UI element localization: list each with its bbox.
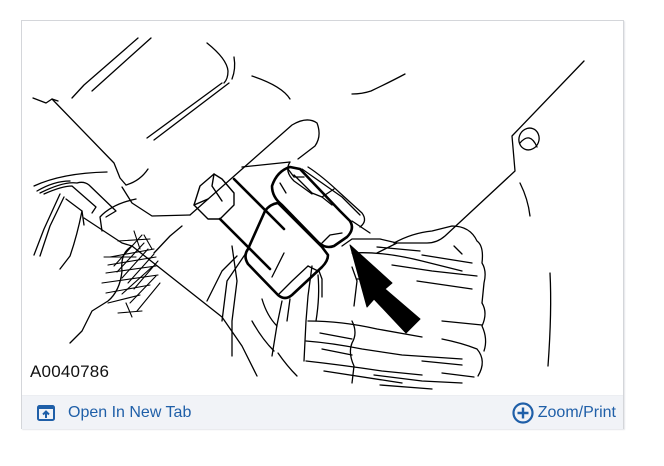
open-in-new-tab-icon bbox=[37, 404, 55, 421]
technical-illustration: A0040786 bbox=[22, 21, 623, 395]
zoom-print-label: Zoom/Print bbox=[537, 403, 616, 421]
open-in-new-tab-button[interactable]: Open In New Tab bbox=[37, 396, 191, 429]
figure-id-label: A0040786 bbox=[30, 362, 110, 381]
line-drawing bbox=[32, 37, 585, 390]
open-in-new-tab-label: Open In New Tab bbox=[68, 403, 192, 421]
plus-circle-icon bbox=[512, 401, 534, 424]
figure-card: A0040786 Open In New Tab Zoom/Print bbox=[21, 20, 624, 429]
figure-footer-bar: Open In New Tab Zoom/Print bbox=[22, 395, 623, 429]
zoom-print-button[interactable]: Zoom/Print bbox=[512, 396, 616, 429]
